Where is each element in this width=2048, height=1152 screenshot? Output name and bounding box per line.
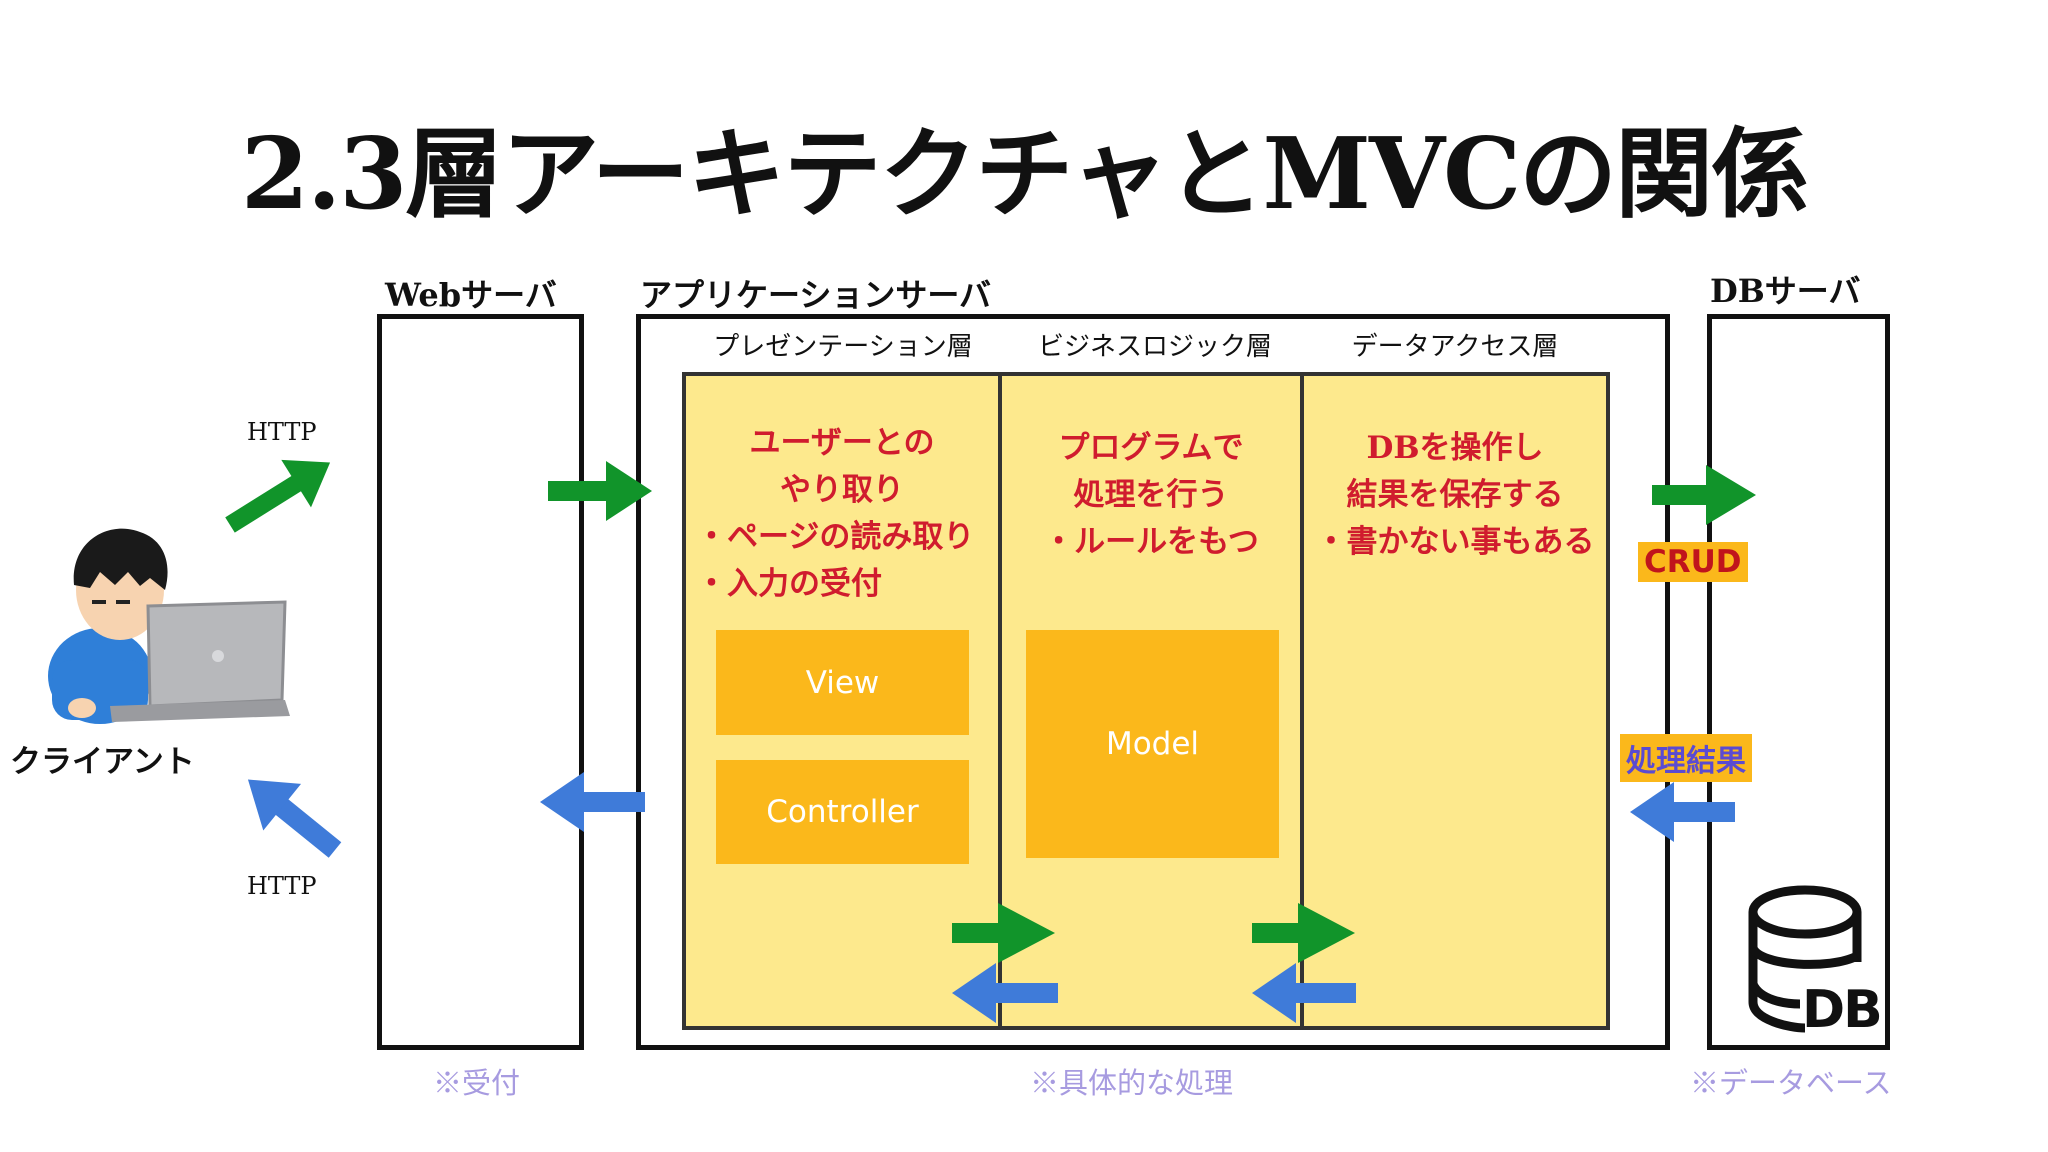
data-access-line: 結果を保存する: [1346, 477, 1564, 513]
request-arrows: [225, 459, 1756, 963]
presentation-line: ・ページの読み取り: [696, 519, 975, 555]
data-access-layer-panel: [1300, 372, 1610, 1030]
business-line: ・ルールをもつ: [1043, 524, 1259, 560]
database-icon-text: DB: [1802, 980, 1883, 1040]
web-server-box: [377, 314, 584, 1050]
data-access-line: ・書かない事もある: [1315, 524, 1595, 560]
business-line: 処理を行う: [1073, 477, 1229, 513]
presentation-line: ユーザーとの: [749, 425, 935, 461]
app-server-label: アプリケーションサーバ: [640, 276, 992, 314]
web-to-app-arrow-icon: [548, 461, 652, 521]
data-access-description: DBを操作し 結果を保存する ・書かない事もある: [1300, 425, 1610, 566]
web-server-note: ※受付: [433, 1066, 521, 1100]
client-to-web-arrow-icon: [225, 459, 331, 533]
web-to-client-arrow-icon: [247, 779, 342, 858]
presentation-line: やり取り: [780, 472, 904, 508]
web-server-label: Webサーバ: [385, 276, 557, 314]
database-icon: [1748, 885, 1862, 1033]
presentation-layer-label: プレゼンテーション層: [713, 332, 973, 362]
business-line: プログラムで: [1058, 430, 1244, 466]
db-server-label: DBサーバ: [1710, 272, 1861, 310]
presentation-description: ユーザーとの やり取り ・ページの読み取り ・入力の受付: [682, 420, 1002, 608]
client-label: クライアント: [10, 744, 195, 780]
controller-block: Controller: [716, 760, 969, 864]
laptop-icon: [110, 600, 290, 722]
business-description: プログラムで 処理を行う ・ルールをもつ: [998, 425, 1304, 566]
view-block: View: [716, 630, 969, 735]
http-response-label: HTTP: [247, 872, 317, 900]
http-request-label: HTTP: [247, 418, 317, 446]
app-to-db-arrow-icon: [1652, 465, 1756, 525]
page-title: 2.3層アーキテクチャとMVCの関係: [240, 117, 1809, 232]
presentation-to-business-arrow-icon: [952, 903, 1055, 963]
result-tag: 処理結果: [1620, 734, 1752, 782]
data-access-line: DBを操作し: [1366, 430, 1544, 466]
business-to-data-arrow-icon: [1252, 903, 1355, 963]
response-arrows: [247, 772, 1735, 1023]
data-access-layer-label: データアクセス層: [1351, 332, 1559, 362]
app-server-note: ※具体的な処理: [1030, 1066, 1234, 1100]
data-to-business-arrow-icon: [1252, 963, 1356, 1023]
crud-tag: CRUD: [1638, 542, 1748, 582]
business-layer-label: ビジネスロジック層: [1037, 332, 1272, 362]
db-server-note: ※データベース: [1690, 1066, 1892, 1100]
presentation-line: ・入力の受付: [696, 566, 882, 602]
app-to-web-arrow-icon: [540, 772, 645, 832]
db-to-app-arrow-icon: [1630, 782, 1735, 842]
business-to-presentation-arrow-icon: [952, 963, 1058, 1023]
client-person-icon: [48, 528, 168, 724]
model-block: Model: [1026, 630, 1279, 858]
